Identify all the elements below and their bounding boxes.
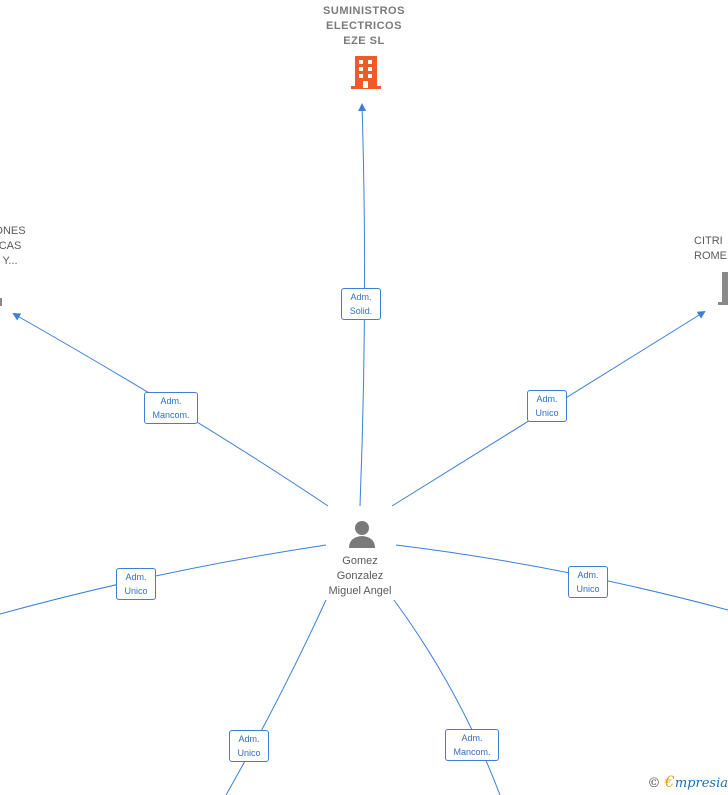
edge-line-lower-right [395, 544, 728, 611]
person-icon[interactable] [349, 521, 375, 548]
edge-label-adm-unico-right[interactable]: Adm. Unico [527, 390, 567, 422]
person-name[interactable]: Gomez Gonzalez Miguel Angel [328, 555, 392, 597]
edge-line-bottom-right [393, 599, 501, 795]
empresia-logo-icon: € [664, 772, 675, 791]
top-company-name[interactable]: SUMINISTROS ELECTRICOS EZE SL [323, 5, 405, 47]
edge-label-adm-solid[interactable]: Adm. Solid. [341, 288, 381, 320]
edge-label-adm-mancom-left[interactable]: Adm. Mancom. [144, 392, 198, 424]
building-icon-right[interactable] [718, 272, 728, 305]
copyright-icon: © [647, 776, 661, 791]
building-icon-left[interactable] [0, 298, 2, 306]
left-company-name[interactable]: ONES CAS Y... [0, 225, 26, 267]
footer-brand: © €mpresia [648, 772, 728, 791]
edge-label-adm-unico-lower-right[interactable]: Adm. Unico [568, 566, 608, 598]
edge-line-bottom-left [225, 599, 327, 795]
edge-line-lower-left [0, 544, 327, 615]
edge-label-adm-unico-bottom[interactable]: Adm. Unico [229, 730, 269, 762]
edge-label-adm-mancom-bottom[interactable]: Adm. Mancom. [445, 729, 499, 761]
brand-name: mpresia [674, 776, 728, 791]
edge-label-adm-unico-lower-left[interactable]: Adm. Unico [116, 568, 156, 600]
building-icon[interactable] [351, 56, 381, 89]
right-company-name[interactable]: CITRI ROME [694, 235, 727, 262]
